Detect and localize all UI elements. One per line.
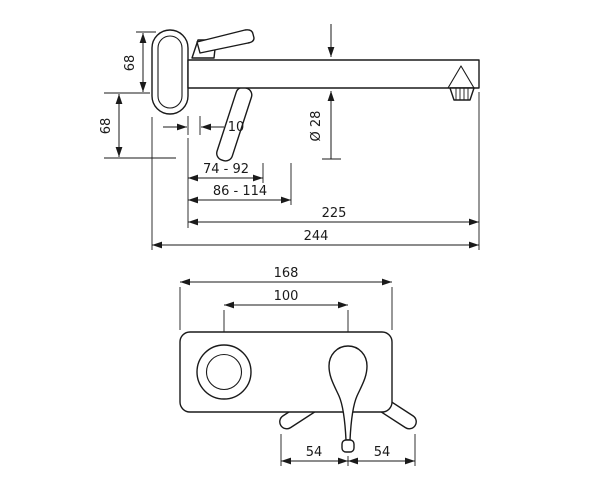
escutcheon-inner-line	[157, 35, 183, 109]
spout-tip-bend	[447, 65, 475, 89]
spout-outlet-inner	[205, 353, 243, 391]
dim-lever-swing-left-label: 54	[306, 445, 323, 460]
dim-handle-max-label: 86 - 114	[213, 184, 267, 199]
dim-plate-height-label: 68	[123, 55, 138, 72]
front-view: 168 100 54 54	[179, 266, 417, 466]
side-view: Ø 28 68 68 10 74 - 92 86 - 114 225	[99, 24, 480, 250]
dim-spout-diameter-label: Ø 28	[309, 111, 324, 142]
dim-spout-reach-label: 225	[322, 206, 347, 221]
aerator-hatch	[455, 88, 469, 100]
dim-handle-min-label: 74 - 92	[203, 162, 249, 177]
spout-tube	[187, 59, 480, 89]
escutcheon-outline	[151, 29, 189, 115]
handle-lever-up	[196, 29, 255, 54]
handle-front-tip	[341, 439, 355, 453]
dim-lever-swing-right-label: 54	[374, 445, 391, 460]
dim-below-axis-label: 68	[99, 118, 114, 135]
aerator	[449, 87, 475, 101]
dim-total-reach-label: 244	[304, 229, 329, 244]
dim-plate-width-label: 168	[274, 266, 299, 281]
dim-center-distance-label: 100	[274, 289, 299, 304]
spout-outlet-outer	[196, 344, 252, 400]
dim-wall-offset-label: 10	[228, 120, 245, 135]
